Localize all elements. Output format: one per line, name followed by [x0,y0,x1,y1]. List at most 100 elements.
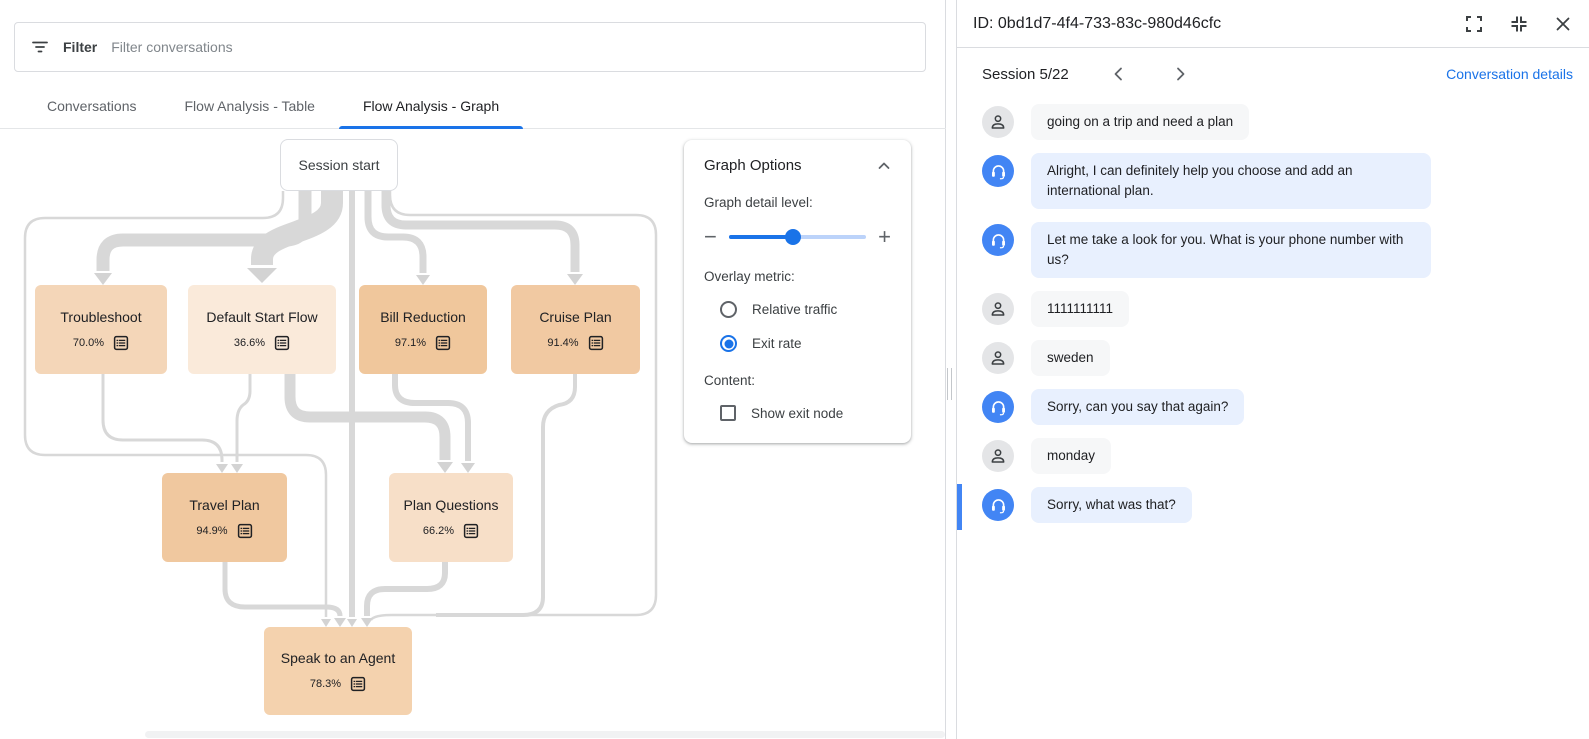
session-nav: Session 5/22 Conversation details [957,48,1589,94]
flow-node-travel-plan[interactable]: Travel Plan 94.9% [162,473,287,562]
user-person-avatar [982,342,1014,374]
chevron-up-icon[interactable] [877,159,891,173]
chat-message-user[interactable]: 1111111111 [982,291,1573,327]
chat-message-user[interactable]: going on a trip and need a plan [982,104,1573,140]
chat-message-user[interactable]: monday [982,438,1573,474]
chat-message-agent[interactable]: Sorry, what was that? [957,484,1573,530]
filter-icon [31,38,49,56]
detail-increase-button[interactable]: + [878,224,891,249]
node-label: Default Start Flow [206,308,318,325]
radio-label: Exit rate [752,336,802,351]
node-label: Cruise Plan [539,308,612,325]
slider-fill [728,235,794,239]
message-bubble: Let me take a look for you. What is your… [1031,222,1431,278]
list-alt-icon [113,335,129,351]
flow-node-speak-to-an-agent[interactable]: Speak to an Agent 78.3% [264,627,412,715]
graph-options-panel: Graph Options Graph detail level: − + Ov… [684,140,911,443]
flow-graph-canvas[interactable]: Session start Troubleshoot 70.0% Default S… [0,129,946,739]
previous-session-button[interactable] [1111,66,1127,82]
message-bubble: Alright, I can definitely help you choos… [1031,153,1431,209]
close-icon[interactable] [1555,16,1571,32]
list-alt-icon [463,523,479,539]
node-exit-rate: 94.9% [196,524,228,537]
filter-input[interactable]: Filter conversations [111,39,233,55]
list-alt-icon [350,676,366,692]
filter-label: Filter [63,39,98,55]
agent-headset-avatar [982,391,1014,423]
flow-node-session-start[interactable]: Session start [280,139,398,191]
chat-message-user[interactable]: sweden [982,340,1573,376]
tab-flow-analysis-graph[interactable]: Flow Analysis - Graph [338,84,524,129]
list-alt-icon [237,523,253,539]
panel-resize-handle[interactable] [947,368,952,400]
detail-decrease-button[interactable]: − [704,224,717,249]
checkbox-label: Show exit node [751,405,844,421]
tab-flow-analysis-table[interactable]: Flow Analysis - Table [184,98,315,114]
tab-conversations[interactable]: Conversations [47,98,137,114]
flow-node-default-start-flow[interactable]: Default Start Flow 36.6% [188,285,336,374]
node-exit-rate: 97.1% [394,336,427,349]
chat-message-agent[interactable]: Let me take a look for you. What is your… [982,222,1573,278]
node-label: Speak to an Agent [280,650,396,666]
filter-bar[interactable]: Filter Filter conversations [14,22,926,72]
node-exit-rate: 78.3% [309,678,342,690]
list-alt-icon [274,335,290,351]
chat-message-agent[interactable]: Sorry, can you say that again? [982,389,1573,425]
fullscreen-exit-icon[interactable] [1510,15,1528,33]
radio-icon[interactable] [720,335,737,352]
flow-node-cruise-plan[interactable]: Cruise Plan 91.4% [511,285,640,374]
radio-exit-rate[interactable]: Exit rate [720,335,891,352]
node-exit-rate: 91.4% [547,336,579,349]
flow-node-troubleshoot[interactable]: Troubleshoot 70.0% [35,285,167,374]
flow-node-plan-questions[interactable]: Plan Questions 66.2% [389,473,513,562]
user-person-avatar [982,106,1014,138]
flow-edges [23,191,658,627]
chat-message-agent[interactable]: Alright, I can definitely help you choos… [982,153,1573,209]
node-label: Plan Questions [403,496,499,513]
flow-analysis-panel: Filter Filter conversations Conversation… [0,0,946,739]
checkbox-icon[interactable] [720,405,736,421]
slider-thumb[interactable] [785,229,802,245]
conversation-id-title: ID: 0bd1d7-4f4-733-83c-980d46cfc [973,14,1222,32]
agent-headset-avatar [982,155,1014,187]
fullscreen-icon[interactable] [1465,15,1483,33]
edge-arrowheads [94,268,583,627]
message-bubble: Sorry, can you say that again? [1031,389,1245,425]
content-label: Content: [704,373,756,388]
detail-level-label: Graph detail level: [704,195,813,210]
radio-label: Relative traffic [752,302,838,317]
message-bubble: going on a trip and need a plan [1031,104,1250,140]
overlay-metric-label: Overlay metric: [704,269,795,284]
message-bubble: Sorry, what was that? [1031,487,1192,523]
flow-node-bill-reduction[interactable]: Bill Reduction 97.1% [359,285,487,374]
node-exit-rate: 66.2% [422,524,455,537]
user-person-avatar [982,293,1014,325]
node-label: Session start [298,157,380,173]
node-label: Travel Plan [189,496,260,513]
radio-icon[interactable] [720,301,737,318]
node-label: Troubleshoot [60,308,142,325]
node-exit-rate: 70.0% [72,336,105,349]
detail-level-slider[interactable] [728,229,867,245]
detail-panel-header: ID: 0bd1d7-4f4-733-83c-980d46cfc [957,0,1589,48]
list-alt-icon [435,335,451,351]
node-label: Bill Reduction [380,308,466,325]
conversation-detail-panel: ID: 0bd1d7-4f4-733-83c-980d46cfc Session… [956,0,1589,739]
message-bubble: sweden [1031,340,1110,376]
list-alt-icon [588,335,604,351]
conversation-details-link[interactable]: Conversation details [1446,66,1573,82]
session-counter: Session 5/22 [982,65,1069,83]
user-person-avatar [982,440,1014,472]
node-exit-rate: 36.6% [233,336,266,349]
graph-options-title: Graph Options [704,157,802,174]
agent-headset-avatar [982,224,1014,256]
horizontal-scrollbar[interactable] [145,731,945,738]
agent-headset-avatar [982,489,1014,521]
show-exit-node-checkbox-row[interactable]: Show exit node [720,405,891,421]
radio-relative-traffic[interactable]: Relative traffic [720,301,891,318]
message-bubble: 1111111111 [1031,291,1130,327]
next-session-button[interactable] [1172,66,1188,82]
